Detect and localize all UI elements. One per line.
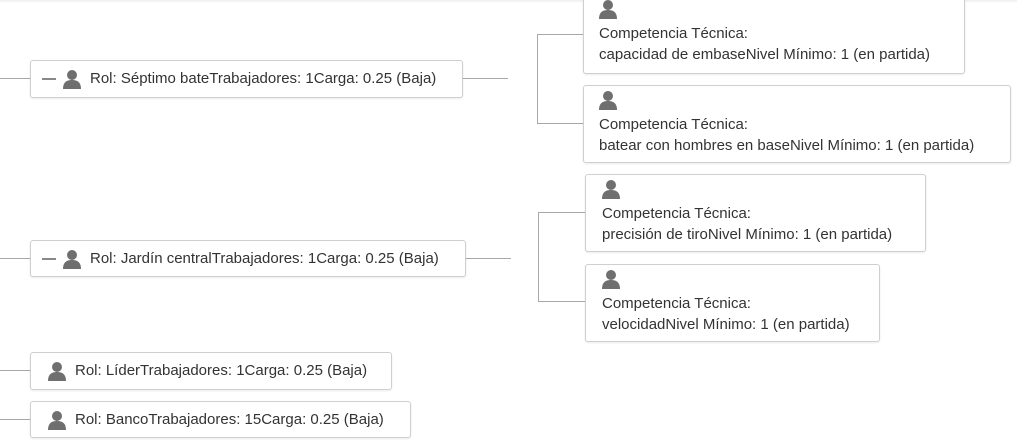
competency-heading: Competencia Técnica: (599, 25, 748, 42)
person-icon (48, 410, 66, 430)
connector-line (0, 419, 30, 420)
role-label: Rol: Séptimo bateTrabajadores: 1Carga: 0… (90, 70, 437, 87)
role-node-jardin-central[interactable]: Rol: Jardín centralTrabajadores: 1Carga:… (30, 240, 466, 277)
competency-heading: Competencia Técnica: (602, 295, 751, 312)
person-icon (599, 91, 617, 110)
connector-line (537, 123, 583, 124)
connector-line (466, 258, 511, 259)
role-label: Rol: BancoTrabajadores: 15Carga: 0.25 (B… (75, 410, 384, 428)
role-node-lider[interactable]: Rol: LíderTrabajadores: 1Carga: 0.25 (Ba… (30, 352, 392, 390)
person-icon (602, 180, 620, 199)
competency-node-precision-de-tiro[interactable]: Competencia Técnica: precisión de tiroNi… (585, 174, 926, 252)
person-icon (63, 70, 81, 89)
person-icon (63, 249, 81, 269)
competency-detail: batear con hombres en baseNivel Mínimo: … (599, 137, 975, 154)
competency-node-capacidad-de-embase[interactable]: Competencia Técnica: capacidad de embase… (583, 0, 965, 74)
connector-line (537, 34, 583, 35)
competency-detail: velocidadNivel Mínimo: 1 (en partida) (602, 316, 850, 333)
person-icon (602, 270, 620, 289)
connector-line (463, 78, 508, 79)
competency-detail: capacidad de embaseNivel Mínimo: 1 (en p… (599, 46, 931, 63)
collapse-button[interactable] (42, 257, 56, 260)
competency-node-batear-con-hombres[interactable]: Competencia Técnica: batear con hombres … (583, 85, 1011, 163)
connector-line (0, 370, 30, 371)
connector-line (0, 258, 30, 259)
top-shadow (0, 0, 1017, 3)
competency-detail: precisión de tiroNivel Mínimo: 1 (en par… (602, 226, 893, 243)
connector-line (0, 78, 30, 79)
connector-line (537, 34, 538, 124)
competency-node-velocidad[interactable]: Competencia Técnica: velocidadNivel Míni… (585, 264, 880, 342)
connector-line (538, 212, 539, 302)
role-node-septimo-bate[interactable]: Rol: Séptimo bateTrabajadores: 1Carga: 0… (30, 60, 463, 98)
competency-heading: Competencia Técnica: (602, 205, 751, 222)
role-label: Rol: Jardín centralTrabajadores: 1Carga:… (90, 249, 439, 267)
connector-line (538, 301, 585, 302)
role-label: Rol: LíderTrabajadores: 1Carga: 0.25 (Ba… (75, 362, 368, 379)
collapse-button[interactable] (42, 78, 56, 80)
competency-heading: Competencia Técnica: (599, 116, 748, 133)
role-node-banco[interactable]: Rol: BancoTrabajadores: 15Carga: 0.25 (B… (30, 401, 411, 438)
person-icon (599, 0, 617, 19)
person-icon (48, 362, 66, 381)
connector-line (538, 212, 585, 213)
